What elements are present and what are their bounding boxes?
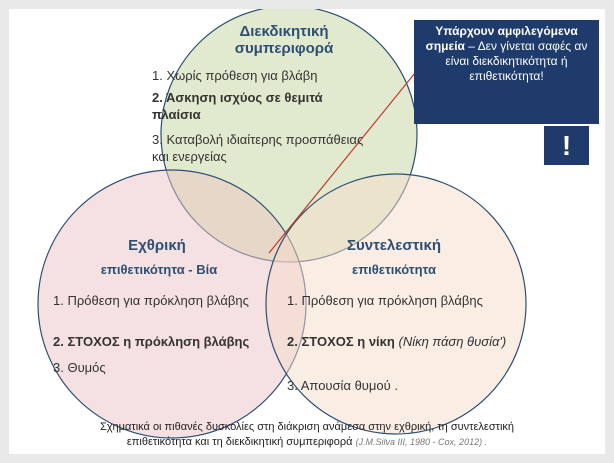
assertive-item-2: 2. Άσκηση ισχύος σε θεμιτά πλαίσια — [152, 90, 323, 122]
callout-text: – Δεν γίνεται σαφές αν είναι διεκδικητικ… — [445, 39, 588, 83]
venn-diagram — [37, 9, 527, 439]
slide: Διεκδικητική συμπεριφορά 1. Χωρίς πρόθεσ… — [9, 9, 605, 454]
exclamation-icon: ! — [544, 126, 589, 165]
pointer-line — [268, 72, 416, 254]
assertive-item-1: 1. Χωρίς πρόθεση για βλάβη — [152, 68, 318, 83]
hostile-subtitle: επιθετικότητα - Βία — [100, 262, 218, 277]
assertive-item-3: 3. Καταβολή ιδιαίτερης προσπάθειας και ε… — [152, 132, 364, 164]
caption-line-2: επιθετικότητα και τη διεκδικητική συμπερ… — [9, 435, 605, 450]
circle-instrumental — [265, 173, 527, 435]
hostile-item-3: 3. Θυμός — [53, 360, 106, 375]
instrumental-subtitle: επιθετικότητα — [352, 262, 436, 277]
hostile-item-2: 2. ΣΤΟΧΟΣ η πρόκληση βλάβης — [53, 334, 250, 349]
caption: Σχηματικά οι πιθανές δυσκολίες στη διάκρ… — [9, 420, 605, 450]
instrumental-item-2-note: (Νίκη πάση θυσία') — [398, 334, 507, 349]
hostile-item-1: 1. Πρόθεση για πρόκληση βλάβης — [53, 293, 249, 308]
caption-line-2-text: επιθετικότητα και τη διεκδικητική συμπερ… — [126, 436, 353, 448]
instrumental-item-3: 3. Απουσία θυμού . — [287, 378, 398, 393]
callout-bold: Υπάρχουν αμφιλεγόμενα σημεία — [425, 24, 578, 53]
instrumental-title: Συντελεστική — [347, 237, 441, 254]
caption-line-1: Σχηματικά οι πιθανές δυσκολίες στη διάκρ… — [99, 421, 515, 433]
instrumental-item-2: 2. ΣΤΟΧΟΣ η νίκη (Νίκη πάση θυσία') — [287, 334, 507, 349]
instrumental-item-1: 1. Πρόθεση για πρόκληση βλάβης — [287, 293, 483, 308]
assertive-title: Διεκδικητική συμπεριφορά — [234, 23, 334, 57]
controversy-callout: Υπάρχουν αμφιλεγόμενα σημεία – Δεν γίνετ… — [414, 20, 599, 124]
caption-citation: (J.M.Silva III, 1980 - Cox, 2012) . — [355, 437, 488, 447]
hostile-title: Εχθρική — [128, 237, 186, 254]
